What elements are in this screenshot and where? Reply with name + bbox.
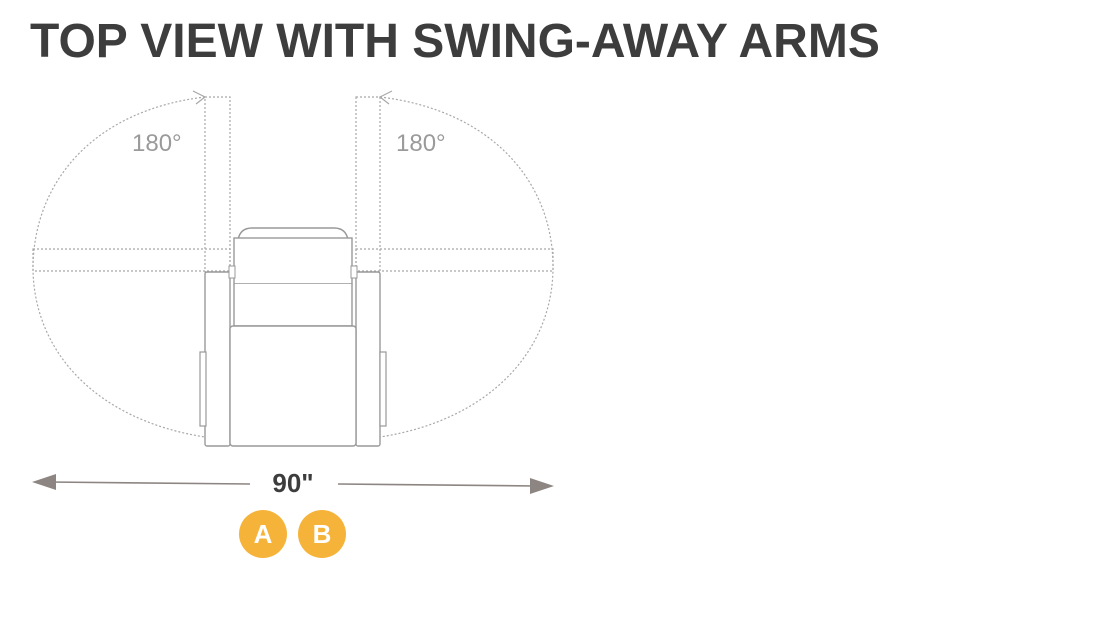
dimension-line-left	[47, 481, 251, 485]
chair-back	[233, 237, 353, 285]
dimension-arrowhead-right	[530, 478, 554, 494]
left-angle-label: 180°	[132, 130, 182, 157]
chair-hinge-right	[350, 265, 358, 279]
option-badge-b[interactable]: B	[298, 510, 346, 558]
option-badge-a[interactable]: A	[239, 510, 287, 558]
dimension-line-right	[337, 483, 537, 487]
right-arm	[355, 271, 381, 447]
chair-hinge-left	[228, 265, 236, 279]
width-dimension-label: 90"	[272, 468, 313, 498]
left-arm-swung-up	[204, 96, 231, 273]
right-arm-swung-up	[355, 96, 381, 273]
chair-backrest-panel	[233, 284, 353, 327]
right-arm-swung-out	[355, 248, 554, 272]
page-title: TOP VIEW WITH SWING-AWAY ARMS	[30, 15, 880, 68]
right-arm-caster	[379, 351, 387, 427]
right-angle-label: 180°	[396, 130, 446, 157]
chair-headrest	[237, 227, 349, 266]
left-arm	[204, 271, 231, 447]
right-arc-arrowhead	[378, 90, 393, 105]
left-arc-arrowhead	[192, 90, 207, 105]
left-arm-caster	[199, 351, 207, 427]
dimension-arrowhead-left	[32, 474, 56, 490]
chair-seat	[229, 325, 357, 447]
left-arm-swung-out	[32, 248, 231, 272]
